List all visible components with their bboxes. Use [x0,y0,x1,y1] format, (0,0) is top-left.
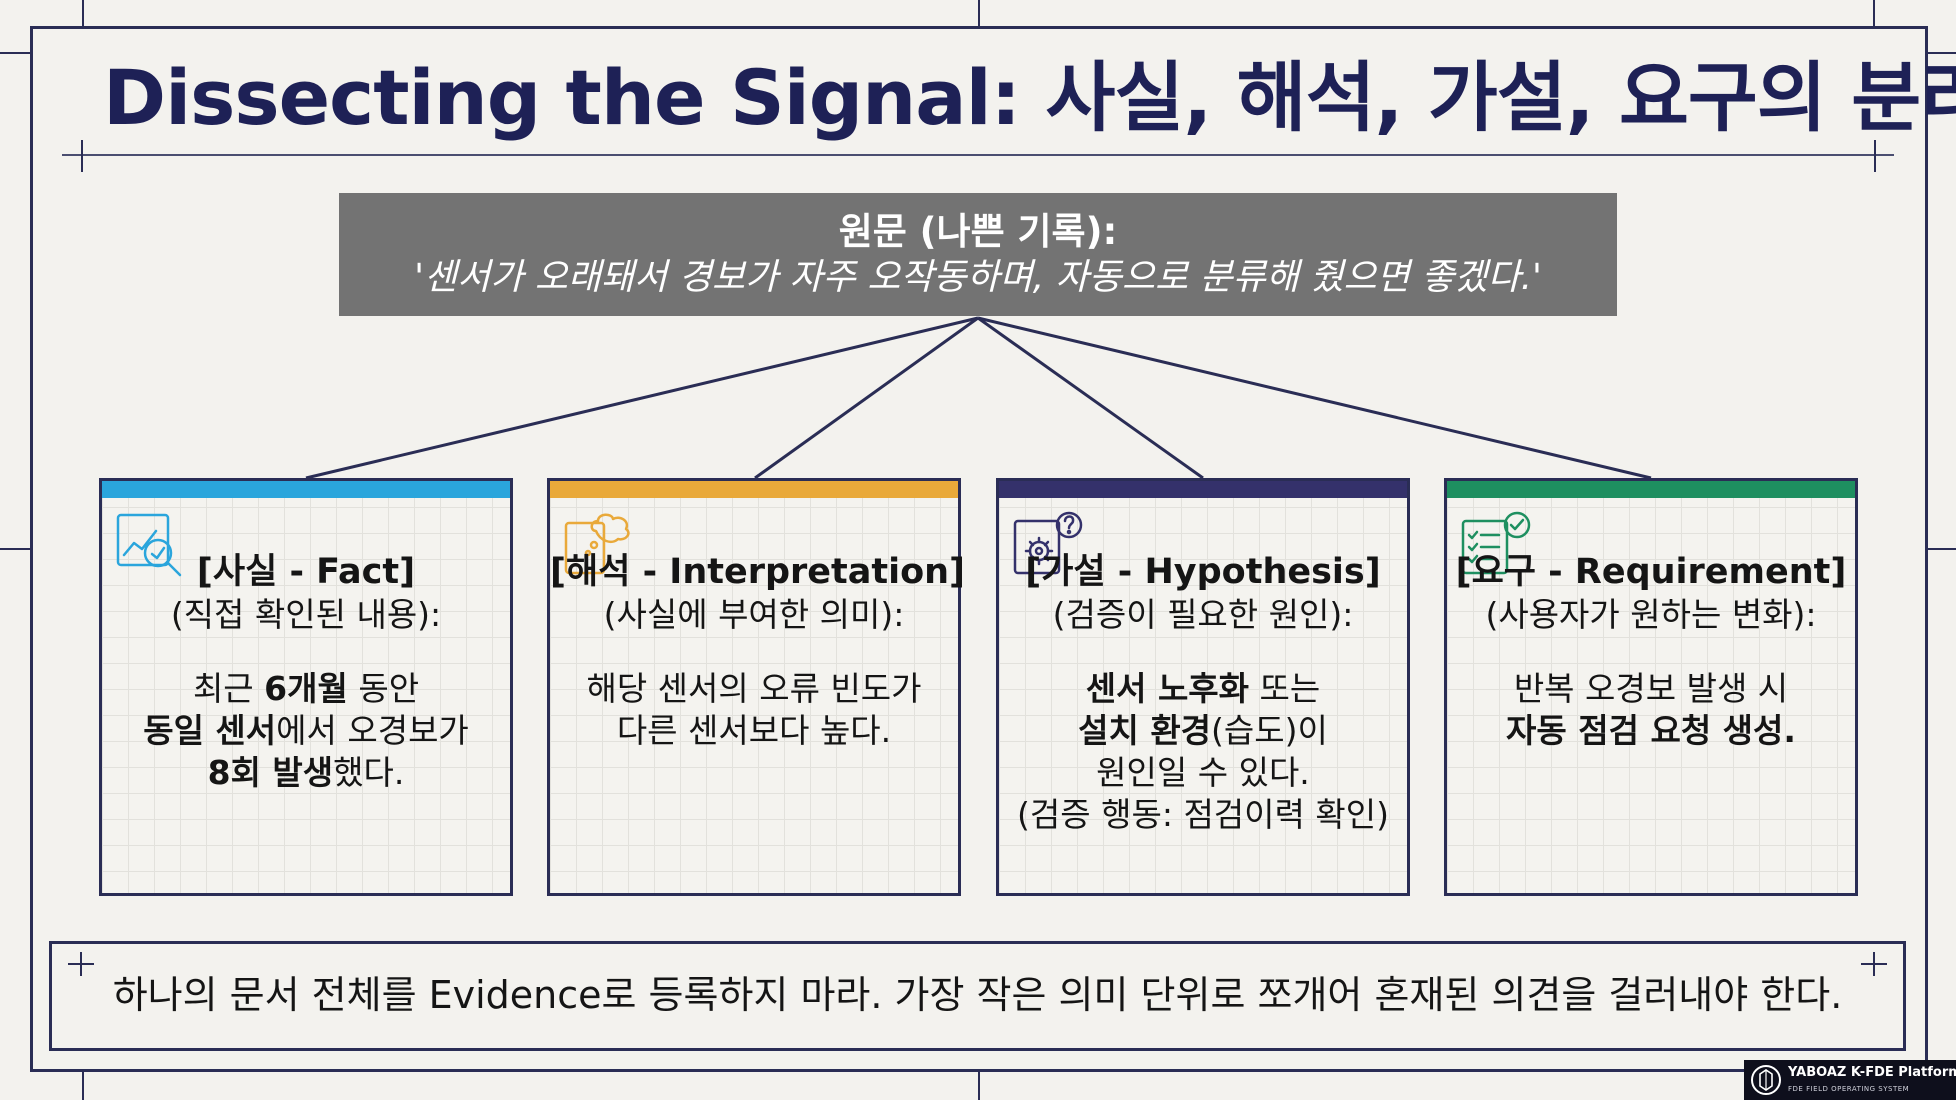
crosshair-mark [68,963,94,965]
card-accent-bar [999,481,1407,498]
card-hypothesis: [가설 - Hypothesis] (검증이 필요한 원인): 센서 노후화 또… [996,478,1410,896]
connector-requirement [977,316,1652,480]
card-title: [가설 - Hypothesis] [1025,552,1381,592]
card-requirement: [요구 - Requirement] (사용자가 원하는 변화): 반복 오경보… [1444,478,1858,896]
source-label: 원문 (나쁜 기록): [838,210,1118,253]
crosshair-mark [81,140,83,172]
frame-tick [1928,548,1956,550]
card-body-line: 다른 센서보다 높다. [550,710,958,752]
frame-tick [1873,0,1875,26]
frame-tick [1928,52,1956,54]
frame-tick [82,1072,84,1100]
card-title: [사실 - Fact] [196,552,416,592]
body-text: 또는 [1249,669,1321,708]
document-magnifier-chart-icon [116,513,182,577]
card-title: [요구 - Requirement] [1455,552,1847,592]
page-title: Dissecting the Signal: 사실, 해석, 가설, 요구의 분… [103,53,1956,142]
connector-interpretation [754,316,979,480]
frame-tick [0,548,30,550]
brand-name: YABOAZ K-FDE Platform [1788,1065,1956,1080]
document-thought-bubble-icon [564,513,630,575]
frame-tick [978,0,980,26]
emphasis-text: 8회 발생 [207,753,334,792]
emphasis-text: 6개월 [264,669,348,708]
emphasis-text: 자동 점검 요청 생성. [1506,711,1796,750]
body-text: (검증 행동: 점검이력 확인) [1017,795,1389,834]
body-text: 에서 오경보가 [276,711,469,750]
source-quote: '센서가 오래돼서 경보가 자주 오작동하며, 자동으로 분류해 줬으면 좋겠다… [414,257,1542,298]
outer-frame [30,26,1928,1072]
card-body-line: 반복 오경보 발생 시 [1447,668,1855,710]
brand-tagline: FDE FIELD OPERATING SYSTEM [1788,1085,1910,1093]
card-accent-bar [1447,481,1855,498]
card-accent-bar [550,481,958,498]
connector-hypothesis [977,316,1204,480]
body-text: 최근 [192,669,265,708]
crosshair-mark [1874,140,1876,172]
body-text: (습도)이 [1211,711,1328,750]
card-body-line: 원인일 수 있다. [999,752,1407,794]
card-title: [해석 - Interpretation] [550,552,966,592]
emphasis-text: 동일 센서 [143,711,277,750]
card-subtitle: (검증이 필요한 원인): [1052,595,1354,634]
frame-tick [978,1072,980,1100]
emphasis-text: 센서 노후화 [1085,669,1250,708]
body-text: 했다. [333,753,405,792]
body-text: 해당 센서의 오류 빈도가 [586,669,922,708]
card-subtitle: (직접 확인된 내용): [170,595,442,634]
takeaway-banner: 하나의 문서 전체를 Evidence로 등록하지 마라. 가장 작은 의미 단… [49,941,1906,1051]
checklist-check-icon [1461,511,1531,575]
body-text: 동안 [347,669,420,708]
card-interpretation: [해석 - Interpretation] (사실에 부여한 의미): 해당 센… [547,478,966,896]
card-body-line: 센서 노후화 또는 [999,668,1407,710]
frame-tick [82,0,84,26]
card-accent-bar [102,481,510,498]
card-body-line: 동일 센서에서 오경보가 [102,710,510,752]
card-body-line: 최근 6개월 동안 [102,668,510,710]
brand-logo-icon [1751,1065,1781,1095]
connector-fact [305,316,979,480]
brand-badge: YABOAZ K-FDE Platform FDE FIELD OPERATIN… [1744,1060,1956,1100]
card-body-line: 8회 발생했다. [102,752,510,794]
card-body-line: 해당 센서의 오류 빈도가 [550,668,958,710]
body-text: 반복 오경보 발생 시 [1513,669,1789,708]
card-subtitle: (사용자가 원하는 변화): [1485,595,1817,634]
emphasis-text: 설치 환경 [1078,711,1212,750]
title-divider [62,154,1894,156]
card-subtitle: (사실에 부여한 의미): [603,595,905,634]
source-quote-box: 원문 (나쁜 기록): '센서가 오래돼서 경보가 자주 오작동하며, 자동으로… [339,193,1617,316]
body-text: 다른 센서보다 높다. [616,711,892,750]
body-text: 원인일 수 있다. [1096,753,1310,792]
frame-tick [0,52,30,54]
crosshair-mark [1861,963,1887,965]
card-body-line: 설치 환경(습도)이 [999,710,1407,752]
card-body-line: (검증 행동: 점검이력 확인) [999,794,1407,836]
document-gear-question-icon [1013,511,1083,575]
card-body-line: 자동 점검 요청 생성. [1447,710,1855,752]
